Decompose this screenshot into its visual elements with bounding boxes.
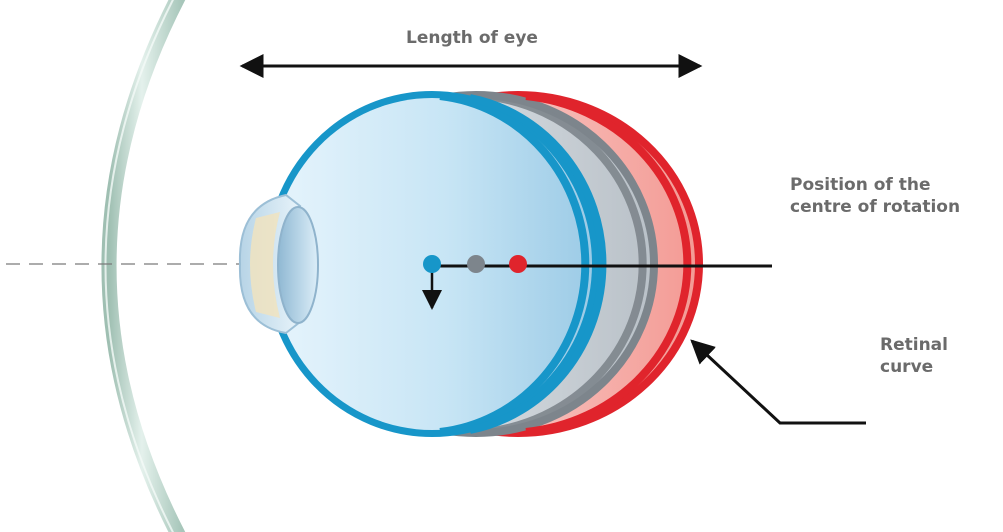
iris [250, 212, 280, 318]
retina-label-line-2: curve [880, 357, 934, 377]
retinal-curve-short [439, 92, 590, 436]
centre-of-rotation-label: Position of the centre of rotation [790, 174, 960, 218]
centre-dot-long [509, 255, 527, 273]
centre-label-line-2: centre of rotation [790, 197, 961, 217]
crystalline-lens [277, 206, 319, 324]
length-of-eye-label: Length of eye [406, 28, 538, 48]
retinal-curve-long [525, 92, 692, 436]
retinal-curve-short-top [469, 94, 607, 434]
retinal-curve-label: Retinal curve [880, 334, 948, 378]
spectacle-lens-highlight [104, 0, 175, 532]
spectacle-lens [101, 0, 186, 532]
centre-dot-medium [467, 255, 485, 273]
retinal-curve-medium [483, 92, 647, 436]
retina-label-line-1: Retinal [880, 335, 948, 355]
retina-leader-line [690, 339, 866, 425]
centre-label-line-1: Position of the [790, 175, 931, 195]
centre-dot-short [423, 255, 441, 273]
